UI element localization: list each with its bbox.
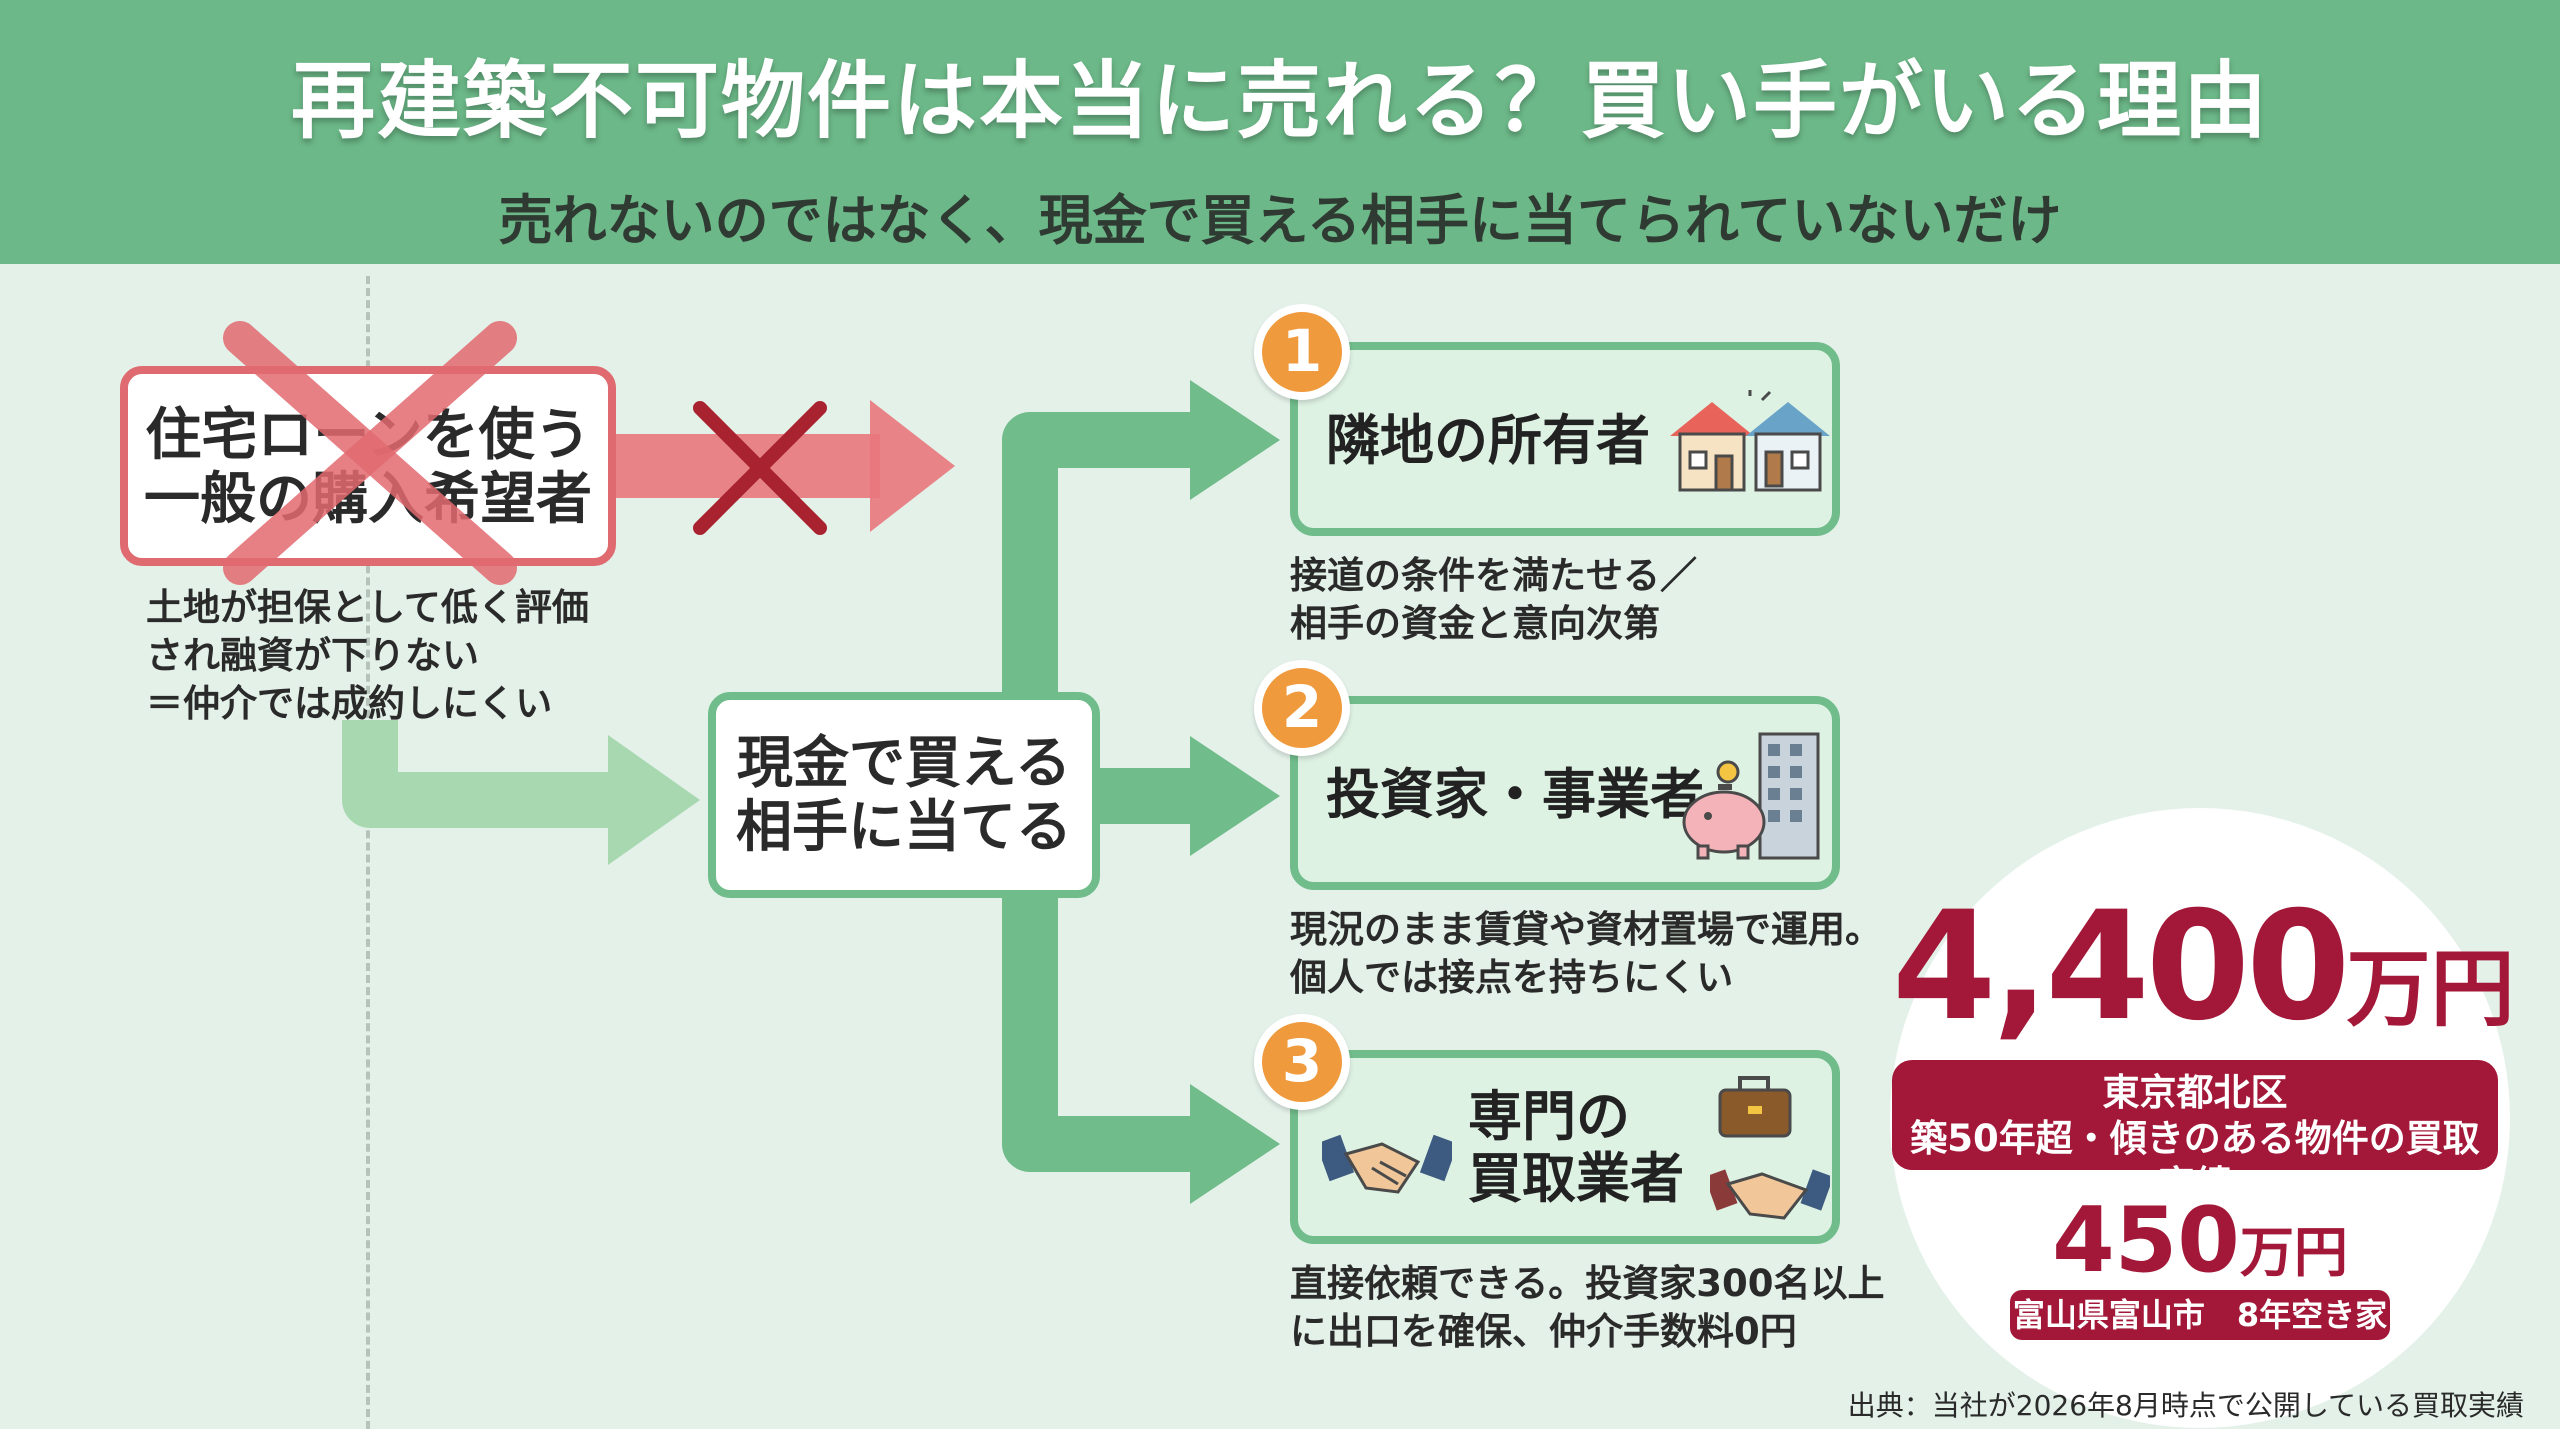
branch-arrows — [1002, 380, 1280, 1204]
option-note-line: 接道の条件を満たせる／ — [1290, 554, 1697, 597]
source-note: 出典：当社が2026年8月時点で公開している買取実績 — [1847, 1389, 2524, 1422]
main-result-label: 東京都北区 築50年超・傾きのある物件の買取実績 — [1892, 1060, 2498, 1206]
option-note: 直接依頼できる。投資家300名以上 に出口を確保、仲介手数料0円 — [1290, 1260, 1885, 1356]
handshake-icon — [1322, 1134, 1452, 1194]
option-note-line: に出口を確保、仲介手数料0円 — [1290, 1310, 1797, 1353]
sub-amount: 450万円 — [1892, 1188, 2508, 1293]
option-investor-card: 投資家・事業者 — [1290, 696, 1840, 890]
main-amount: 4,400万円 — [1892, 880, 2514, 1054]
header-band — [0, 0, 2560, 264]
option-note-line: 個人では接点を持ちにくい — [1290, 956, 1734, 999]
option-number-badge: 1 — [1254, 304, 1350, 400]
briefcase-handshake-icon — [1710, 1076, 1830, 1220]
dashed-divider — [366, 276, 370, 1429]
page-subtitle: 売れないのではなく、現金で買える相手に当てられていないだけ — [498, 189, 2062, 252]
main-result-line2: 築50年超・傾きのある物件の買取実績 — [1910, 1117, 2480, 1206]
page-title: 再建築不可物件は本当に売れる？買い手がいる理由 — [290, 52, 2269, 150]
option-label-line2: 買取業者 — [1468, 1147, 1684, 1210]
option-number-badge: 3 — [1254, 1014, 1350, 1110]
option-note-line: 直接依頼できる。投資家300名以上 — [1290, 1262, 1885, 1305]
rejected-note: 土地が担保として低く評価 され融資が下りない ＝仲介では成約しにくい — [146, 584, 589, 728]
cash-buyer-hub-box: 現金で買える 相手に当てる — [708, 692, 1100, 898]
option-label: 専門の 買取業者 — [1468, 1086, 1684, 1210]
main-result-line1: 東京都北区 — [2102, 1071, 2288, 1114]
option-label: 隣地の所有者 — [1326, 409, 1650, 472]
arrow-x-mark — [693, 401, 827, 535]
option-buyer-company-card: 専門の 買取業者 — [1290, 1050, 1840, 1244]
rejected-label-line2: 一般の購入希望者 — [144, 467, 592, 532]
houses-icon — [1670, 390, 1830, 492]
rejected-note-line: され融資が下りない — [146, 634, 479, 677]
option-neighbor-card: 隣地の所有者 — [1290, 342, 1840, 536]
main-amount-unit: 万円 — [2346, 940, 2515, 1038]
option-note: 接道の条件を満たせる／ 相手の資金と意向次第 — [1290, 552, 1697, 648]
rejected-arrow — [600, 400, 955, 532]
option-label-line1: 専門の — [1468, 1085, 1630, 1148]
rejected-note-line: 土地が担保として低く評価 — [146, 586, 589, 629]
option-note-line: 現況のまま賃貸や資材置場で運用。 — [1290, 908, 1882, 951]
option-note-line: 相手の資金と意向次第 — [1290, 602, 1660, 645]
sub-result-label: 富山県富山市 8年空き家 — [2010, 1290, 2390, 1340]
option-number-badge: 2 — [1254, 660, 1350, 756]
big-x-icon — [223, 321, 517, 585]
piggy-bank-building-icon — [1682, 732, 1820, 860]
sub-amount-unit: 万円 — [2239, 1221, 2348, 1284]
sub-amount-value: 450 — [2052, 1188, 2240, 1293]
option-note: 現況のまま賃貸や資材置場で運用。 個人では接点を持ちにくい — [1290, 906, 1882, 1002]
rejected-note-line: ＝仲介では成約しにくい — [146, 682, 553, 725]
option-label: 投資家・事業者 — [1326, 763, 1704, 826]
hub-label-line1: 現金で買える — [736, 731, 1072, 796]
main-amount-value: 4,400 — [1892, 880, 2350, 1054]
redirect-arrow — [342, 720, 700, 865]
hub-label-line2: 相手に当てる — [736, 795, 1072, 860]
